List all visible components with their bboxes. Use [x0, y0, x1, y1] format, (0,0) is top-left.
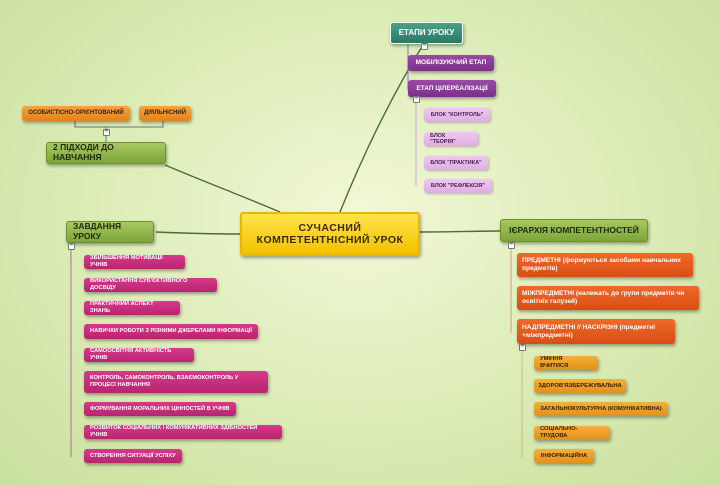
stage-item-label: МОБІЛІЗУЮЧИЙ ЕТАП [415, 59, 487, 67]
approach-item-label: ОСОБИСТІСНО-ОРІЄНТОВАНИЙ [28, 110, 124, 117]
task-item-7[interactable]: РОЗВИТОК СОЦІАЛЬНИХ І КОМУНІКАТИВНИХ ЗДІ… [84, 425, 282, 439]
approaches-label: 2 ПІДХОДИ ДО НАВЧАННЯ [53, 142, 114, 162]
collapse-cross-subject-icon[interactable]: – [519, 343, 526, 351]
competence-item-2[interactable]: ЗАГАЛЬНОКУЛЬТУРНА (КОМУНІКАТИВНА) [534, 402, 668, 416]
competence-item-3[interactable]: СОЦІАЛЬНО-ТРУДОВА [534, 426, 610, 440]
task-item-2[interactable]: ПРАКТИЧНИЙ АСПЕКТ ЗНАНЬ [84, 301, 180, 315]
hierarchy-label: ІЄРАРХІЯ КОМПЕТЕНТНОСТЕЙ [509, 224, 639, 235]
tasks-node[interactable]: ЗАВДАННЯ УРОКУ [66, 221, 154, 243]
hierarchy-item-label: НАДПРЕДМЕТНІ // НАСКРІЗНІ (предметні +мі… [522, 323, 656, 339]
hierarchy-item-label: МІЖПРЕДМЕТНІ (належать до групи предметі… [522, 290, 685, 305]
competence-item-0[interactable]: УМІННЯ ВЧИТИСЯ [534, 356, 598, 370]
stage-item-0[interactable]: МОБІЛІЗУЮЧИЙ ЕТАП [408, 55, 494, 71]
task-item-label: ВИКОРИСТАННЯ СУБ'ЄКТИВНОГО ДОСВІДУ [90, 278, 188, 291]
tasks-label: ЗАВДАННЯ УРОКУ [73, 221, 122, 241]
stage-item-1[interactable]: ЕТАП ЦІЛЕРЕАЛІЗАЦІЇ [408, 80, 496, 97]
competence-item-4[interactable]: ІНФОРМАЦІЙНА [534, 449, 594, 463]
block-practice[interactable]: БЛОК "ПРАКТИКА" [424, 156, 488, 170]
block-label: БЛОК "ТЕОРІЯ" [430, 132, 456, 145]
block-label: БЛОК "КОНТРОЛЬ" [430, 111, 484, 118]
competence-item-label: ЗАГАЛЬНОКУЛЬТУРНА (КОМУНІКАТИВНА) [540, 405, 662, 412]
task-item-6[interactable]: ФОРМУВАННЯ МОРАЛЬНИХ ЦІННОСТЕЙ В УЧНІВ [84, 402, 236, 416]
link-center-tasks [155, 231, 241, 235]
task-item-label: РОЗВИТОК СОЦІАЛЬНИХ І КОМУНІКАТИВНИХ ЗДІ… [90, 425, 258, 438]
task-item-4[interactable]: САМООСВІТНЯ АКТИВНІСТЬ УЧНІВ [84, 348, 194, 362]
task-item-0[interactable]: ЗБІЛЬШЕННЯ МОТИВАЦІЇ УЧНІВ [84, 255, 185, 269]
collapse-stage-item-icon[interactable]: – [413, 95, 420, 103]
competence-item-label: ЗДОРОВ'ЯЗБЕРЕЖУВАЛЬНА [538, 382, 622, 389]
hierarchy-item-0[interactable]: ПРЕДМЕТНІ (формуються засобами навчальни… [517, 253, 693, 277]
competence-item-label: ІНФОРМАЦІЙНА [540, 452, 588, 459]
approaches-node[interactable]: 2 ПІДХОДИ ДО НАВЧАННЯ [46, 142, 166, 164]
task-item-label: НАВИЧКИ РОБОТИ З РІЗНИМИ ДЖЕРЕЛАМИ ІНФОР… [90, 328, 252, 335]
task-item-8[interactable]: СТВОРЕННЯ СИТУАЦІЇ УСПІХУ [84, 449, 182, 463]
block-label: БЛОК "ПРАКТИКА" [430, 159, 482, 166]
block-label: БЛОК "РЕФЛЕКСІЯ" [430, 182, 486, 189]
task-item-label: ФОРМУВАННЯ МОРАЛЬНИХ ЦІННОСТЕЙ В УЧНІВ [90, 405, 230, 412]
task-item-label: СТВОРЕННЯ СИТУАЦІЇ УСПІХУ [90, 452, 176, 459]
hierarchy-item-label: ПРЕДМЕТНІ (формуються засобами навчальни… [522, 257, 681, 272]
link-center-hierarchy [419, 230, 501, 233]
hierarchy-item-1[interactable]: МІЖПРЕДМЕТНІ (належать до групи предметі… [517, 286, 699, 310]
task-item-label: ЗБІЛЬШЕННЯ МОТИВАЦІЇ УЧНІВ [90, 255, 163, 268]
block-reflection[interactable]: БЛОК "РЕФЛЕКСІЯ" [424, 179, 492, 193]
task-item-1[interactable]: ВИКОРИСТАННЯ СУБ'ЄКТИВНОГО ДОСВІДУ [84, 278, 217, 292]
approach-item-1[interactable]: ДІЯЛЬНІСНИЙ [139, 106, 191, 121]
collapse-stages-icon[interactable]: – [421, 42, 428, 50]
competence-item-label: УМІННЯ ВЧИТИСЯ [540, 356, 569, 369]
link-approaches-items [74, 121, 164, 143]
competence-item-1[interactable]: ЗДОРОВ'ЯЗБЕРЕЖУВАЛЬНА [534, 379, 626, 393]
central-topic[interactable]: СУЧАСНИЙ КОМПЕТЕНТНІСНИЙ УРОК [240, 212, 420, 256]
link-center-approaches [164, 164, 281, 213]
hierarchy-item-2[interactable]: НАДПРЕДМЕТНІ // НАСКРІЗНІ (предметні +мі… [517, 319, 675, 344]
task-item-5[interactable]: КОНТРОЛЬ, САМОКОНТРОЛЬ, ВЗАЄМОКОНТРОЛЬ У… [84, 371, 268, 393]
task-item-label: КОНТРОЛЬ, САМОКОНТРОЛЬ, ВЗАЄМОКОНТРОЛЬ У… [90, 375, 239, 388]
stage-item-label: ЕТАП ЦІЛЕРЕАЛІЗАЦІЇ [416, 84, 488, 92]
central-topic-label: СУЧАСНИЙ КОМПЕТЕНТНІСНИЙ УРОК [256, 221, 404, 246]
collapse-hierarchy-icon[interactable]: – [508, 241, 515, 249]
block-control[interactable]: БЛОК "КОНТРОЛЬ" [424, 108, 490, 122]
task-item-3[interactable]: НАВИЧКИ РОБОТИ З РІЗНИМИ ДЖЕРЕЛАМИ ІНФОР… [84, 324, 258, 339]
block-theory[interactable]: БЛОК "ТЕОРІЯ" [424, 132, 478, 146]
collapse-tasks-icon[interactable]: – [68, 242, 75, 250]
task-item-label: САМООСВІТНЯ АКТИВНІСТЬ УЧНІВ [90, 348, 172, 361]
stages-label: ЕТАПИ УРОКУ [398, 28, 455, 38]
task-item-label: ПРАКТИЧНИЙ АСПЕКТ ЗНАНЬ [90, 301, 154, 314]
approach-item-label: ДІЯЛЬНІСНИЙ [143, 110, 187, 117]
hierarchy-node[interactable]: ІЄРАРХІЯ КОМПЕТЕНТНОСТЕЙ [500, 219, 648, 242]
stages-node[interactable]: ЕТАПИ УРОКУ [390, 22, 463, 44]
approach-item-0[interactable]: ОСОБИСТІСНО-ОРІЄНТОВАНИЙ [22, 106, 130, 121]
competence-item-label: СОЦІАЛЬНО-ТРУДОВА [540, 426, 578, 439]
collapse-approaches-icon[interactable]: – [103, 128, 110, 136]
